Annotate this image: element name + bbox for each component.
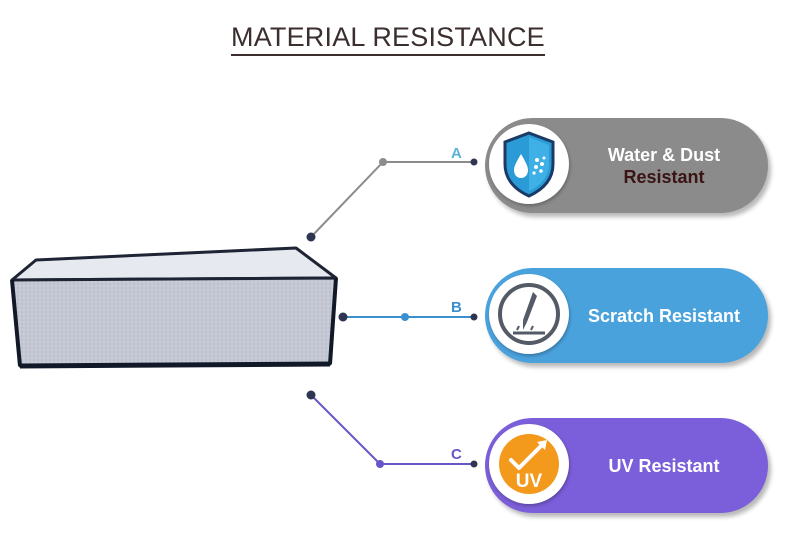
uv-arrow-icon: UV — [499, 434, 559, 494]
feature-c-line1: UV Resistant — [608, 455, 720, 476]
connector-b — [338, 312, 478, 322]
connector-a — [306, 158, 478, 242]
badge-c: UV — [489, 424, 569, 504]
label-c: C — [451, 446, 462, 463]
connector-c — [306, 390, 478, 468]
page-title: MATERIAL RESISTANCE — [231, 22, 545, 56]
badge-b — [489, 274, 569, 354]
label-a: A — [451, 145, 462, 162]
feature-b-line1: Scratch Resistant — [587, 305, 741, 326]
shield-water-dust-icon — [503, 131, 555, 198]
feature-pill-uv: UV UV Resistant — [485, 418, 768, 513]
feature-a-line2: Resistant — [623, 166, 705, 187]
scratch-tool-icon — [498, 283, 560, 345]
label-b: B — [451, 299, 462, 316]
feature-a-line1: Water & Dust — [607, 144, 721, 165]
badge-a — [489, 124, 569, 204]
dust-cover-image — [10, 246, 338, 369]
feature-pill-scratch: Scratch Resistant — [485, 268, 768, 363]
feature-pill-water-dust: Water & Dust Resistant — [485, 118, 768, 213]
svg-text:UV: UV — [516, 471, 543, 492]
